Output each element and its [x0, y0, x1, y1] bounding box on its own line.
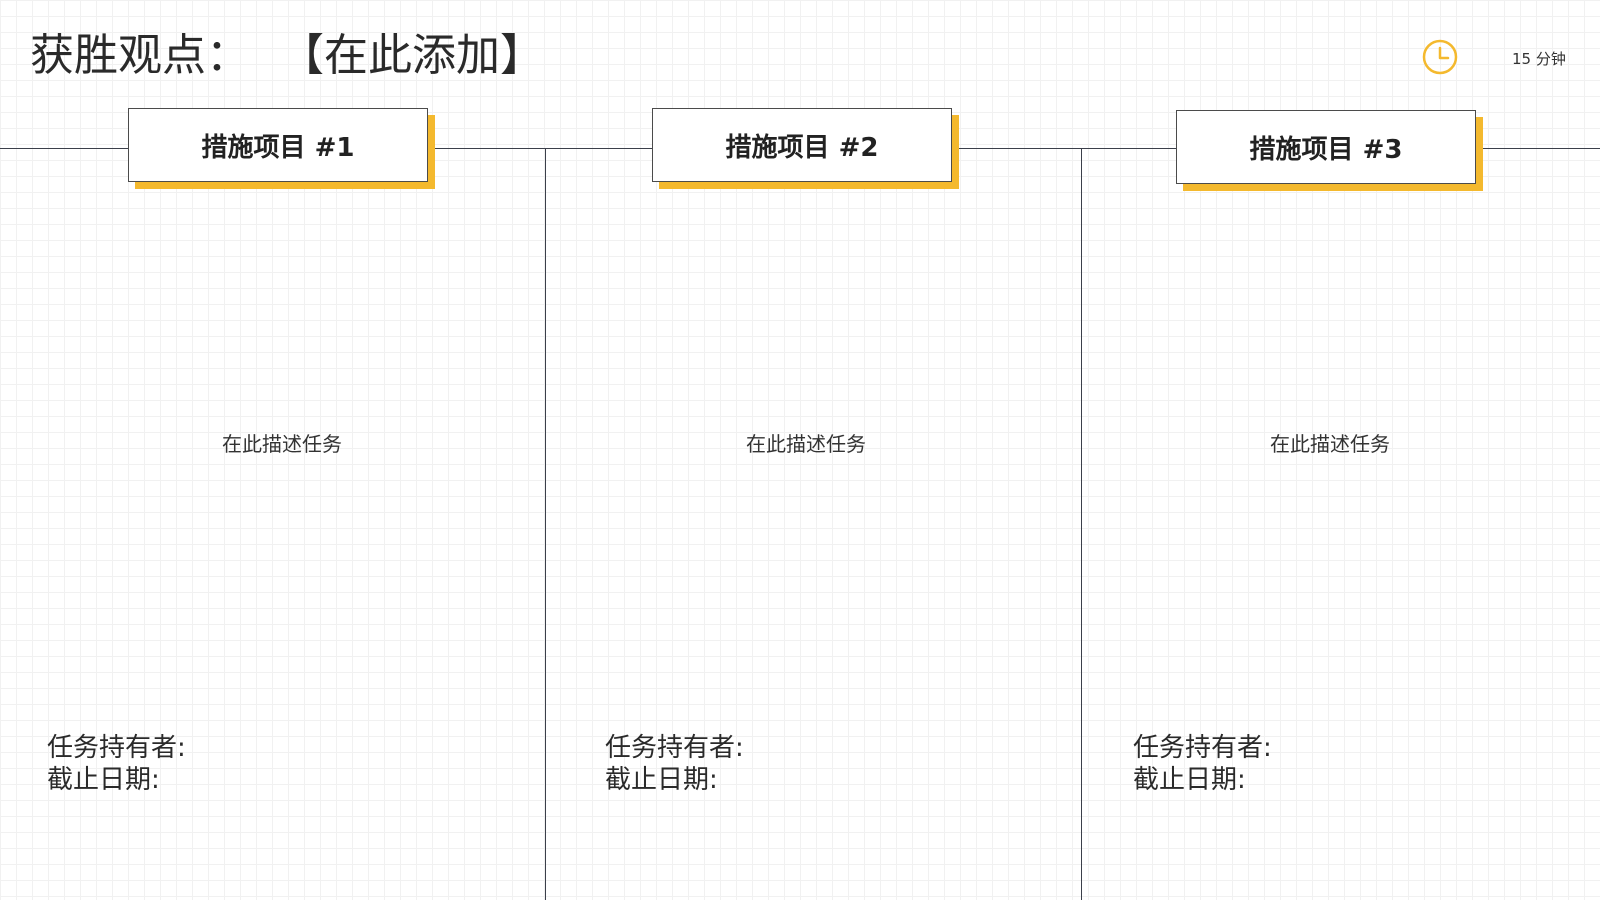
connector-line	[1478, 148, 1600, 149]
action-item-card-1[interactable]: 措施项目 #1	[128, 108, 435, 189]
card-face: 措施项目 #3	[1176, 110, 1476, 184]
timer-label[interactable]: 15 分钟	[1512, 50, 1566, 68]
card-face: 措施项目 #1	[128, 108, 428, 182]
action-item-card-2[interactable]: 措施项目 #2	[652, 108, 959, 189]
owner-block[interactable]: 任务持有者: 截止日期:	[605, 732, 744, 796]
action-item-card-3[interactable]: 措施项目 #3	[1176, 110, 1483, 191]
due-date-label: 截止日期:	[47, 765, 160, 795]
task-description[interactable]: 在此描述任务	[746, 432, 866, 456]
page-title[interactable]: 获胜观点： 【在此添加】	[30, 30, 544, 83]
card-title: 措施项目 #3	[1249, 134, 1403, 165]
column-divider	[545, 148, 546, 900]
task-description[interactable]: 在此描述任务	[222, 432, 342, 456]
card-title: 措施项目 #2	[725, 132, 879, 163]
connector-line	[0, 148, 128, 149]
owner-block[interactable]: 任务持有者: 截止日期:	[1133, 732, 1272, 796]
task-description[interactable]: 在此描述任务	[1270, 432, 1390, 456]
title-prefix: 获胜观点：	[30, 30, 250, 81]
title-placeholder[interactable]: 【在此添加】	[280, 30, 544, 81]
card-title: 措施项目 #1	[201, 132, 355, 163]
due-date-label: 截止日期:	[1133, 765, 1246, 795]
column-divider	[1081, 148, 1082, 900]
connector-line	[428, 148, 652, 149]
card-face: 措施项目 #2	[652, 108, 952, 182]
owner-label: 任务持有者:	[1133, 733, 1272, 763]
due-date-label: 截止日期:	[605, 765, 718, 795]
clock-icon[interactable]	[1422, 39, 1458, 75]
owner-block[interactable]: 任务持有者: 截止日期:	[47, 732, 186, 796]
owner-label: 任务持有者:	[605, 733, 744, 763]
connector-line	[952, 148, 1178, 149]
owner-label: 任务持有者:	[47, 733, 186, 763]
